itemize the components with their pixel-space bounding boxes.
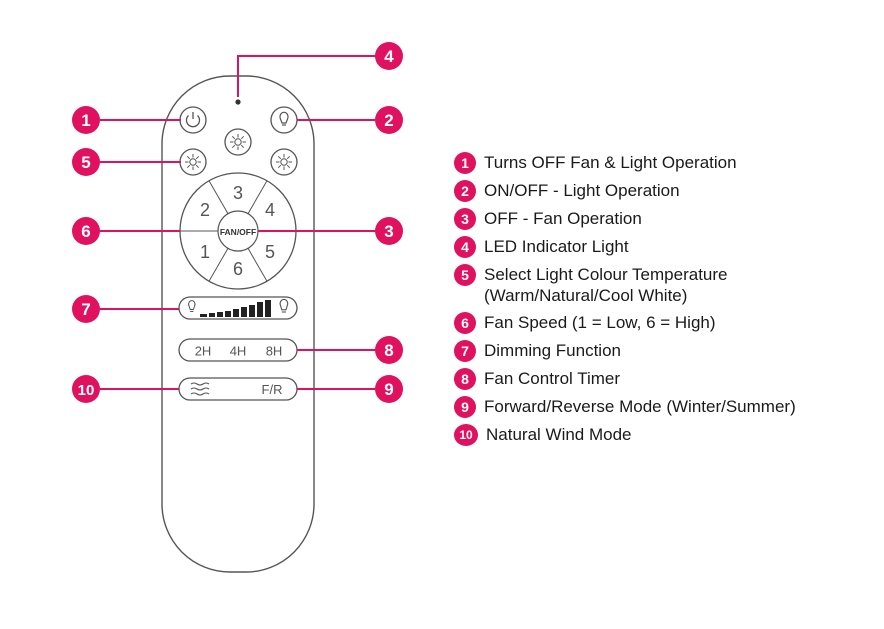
svg-text:10: 10: [78, 382, 95, 399]
legend-number: 8: [454, 368, 476, 390]
sun-icon: [230, 134, 246, 150]
legend-number: 4: [454, 236, 476, 258]
callout-marker-1: 1: [72, 106, 100, 134]
colour-temp-neutral-button[interactable]: [224, 128, 252, 156]
legend-number: 10: [454, 424, 478, 446]
sun-icon: [185, 154, 201, 170]
legend-text: OFF - Fan Operation: [484, 209, 642, 228]
legend-text: Dimming Function: [484, 341, 621, 360]
svg-text:1: 1: [81, 111, 90, 130]
led-indicator: [235, 99, 241, 105]
legend-item: 2 ON/OFF - Light Operation: [454, 180, 874, 202]
legend-item: 8 Fan Control Timer: [454, 368, 874, 390]
colour-temp-cool-button[interactable]: [270, 148, 298, 176]
callout-marker-4: 4: [375, 42, 403, 70]
legend-text: Select Light Colour Temperature (Warm/Na…: [484, 265, 728, 305]
callout-marker-5: 5: [72, 148, 100, 176]
fan-off-button[interactable]: FAN/OFF: [220, 227, 256, 237]
natural-wind-icon[interactable]: [190, 382, 210, 396]
callout-marker-6: 6: [72, 217, 100, 245]
dimmer-level-bars: [200, 300, 271, 317]
sun-icon: [276, 154, 292, 170]
fan-speed-6[interactable]: 6: [233, 259, 243, 279]
legend-text: Forward/Reverse Mode (Winter/Summer): [484, 397, 796, 416]
legend-text: Turns OFF Fan & Light Operation: [484, 153, 737, 172]
bulb-icon: [188, 300, 196, 312]
fan-speed-3[interactable]: 3: [233, 183, 243, 203]
legend-item: 4 LED Indicator Light: [454, 236, 874, 258]
legend-item: 6 Fan Speed (1 = Low, 6 = High): [454, 312, 874, 334]
legend-item: 1 Turns OFF Fan & Light Operation: [454, 152, 874, 174]
svg-text:9: 9: [384, 380, 393, 399]
legend-number: 3: [454, 208, 476, 230]
svg-text:5: 5: [81, 153, 90, 172]
fan-speed-1[interactable]: 1: [200, 242, 210, 262]
legend-item: 3 OFF - Fan Operation: [454, 208, 874, 230]
svg-text:7: 7: [81, 300, 90, 319]
colour-temp-warm-button[interactable]: [179, 148, 207, 176]
bulb-icon: [279, 298, 289, 313]
legend-number: 1: [454, 152, 476, 174]
light-toggle-button[interactable]: [270, 106, 298, 134]
bulb-icon: [279, 111, 289, 126]
legend-number: 5: [454, 264, 476, 286]
power-icon: [185, 112, 201, 128]
callout-marker-8: 8: [375, 336, 403, 364]
legend-number: 6: [454, 312, 476, 334]
legend-number: 9: [454, 396, 476, 418]
legend-text: Fan Control Timer: [484, 369, 621, 388]
callout-marker-9: 9: [375, 375, 403, 403]
legend-text: Natural Wind Mode: [486, 425, 632, 444]
legend-item: 5 Select Light Colour Temperature (Warm/…: [454, 264, 874, 306]
callout-marker-10: 10: [72, 375, 100, 403]
legend-text: Fan Speed (1 = Low, 6 = High): [484, 313, 716, 332]
callout-marker-3: 3: [375, 217, 403, 245]
power-button[interactable]: [179, 106, 207, 134]
fan-speed-2[interactable]: 2: [200, 200, 210, 220]
callout-marker-2: 2: [375, 106, 403, 134]
svg-text:8: 8: [384, 341, 393, 360]
legend-number: 7: [454, 340, 476, 362]
legend-item: 7 Dimming Function: [454, 340, 874, 362]
forward-reverse-button[interactable]: F/R: [262, 382, 283, 397]
timer-8h-button[interactable]: 8H: [266, 344, 283, 359]
callout-marker-7: 7: [72, 295, 100, 323]
legend-number: 2: [454, 180, 476, 202]
legend-text: LED Indicator Light: [484, 237, 629, 256]
timer-2h-button[interactable]: 2H: [195, 344, 212, 359]
fan-speed-4[interactable]: 4: [265, 200, 275, 220]
fan-speed-5[interactable]: 5: [265, 242, 275, 262]
legend: 1 Turns OFF Fan & Light Operation 2 ON/O…: [454, 152, 874, 452]
svg-text:4: 4: [384, 47, 394, 66]
svg-text:3: 3: [384, 222, 393, 241]
legend-item: 10 Natural Wind Mode: [454, 424, 874, 446]
dimmer-control[interactable]: [178, 296, 298, 320]
svg-text:6: 6: [81, 222, 90, 241]
legend-text: ON/OFF - Light Operation: [484, 181, 680, 200]
callout-lines: [100, 55, 383, 390]
svg-text:2: 2: [384, 111, 393, 130]
legend-item: 9 Forward/Reverse Mode (Winter/Summer): [454, 396, 874, 418]
timer-4h-button[interactable]: 4H: [230, 344, 247, 359]
